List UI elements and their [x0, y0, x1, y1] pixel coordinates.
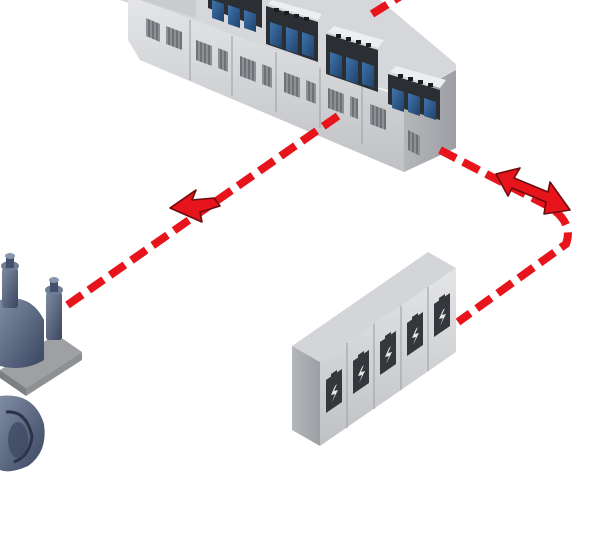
- drive-cabinet-row: [120, 0, 456, 172]
- battery-charge-icon: [326, 293, 450, 413]
- drive-module-group-4: [388, 66, 446, 120]
- drive-module-group-2: [266, 0, 322, 62]
- cabinet-vents: [146, 18, 420, 156]
- direction-arrow-left: [169, 189, 221, 223]
- battery-bank: [292, 252, 456, 446]
- drive-module-group-3: [326, 26, 384, 92]
- bidirectional-arrow: [495, 167, 571, 215]
- thruster: [0, 253, 82, 472]
- drive-module-group-1: [208, 0, 262, 32]
- cable-offscreen: [369, 0, 402, 18]
